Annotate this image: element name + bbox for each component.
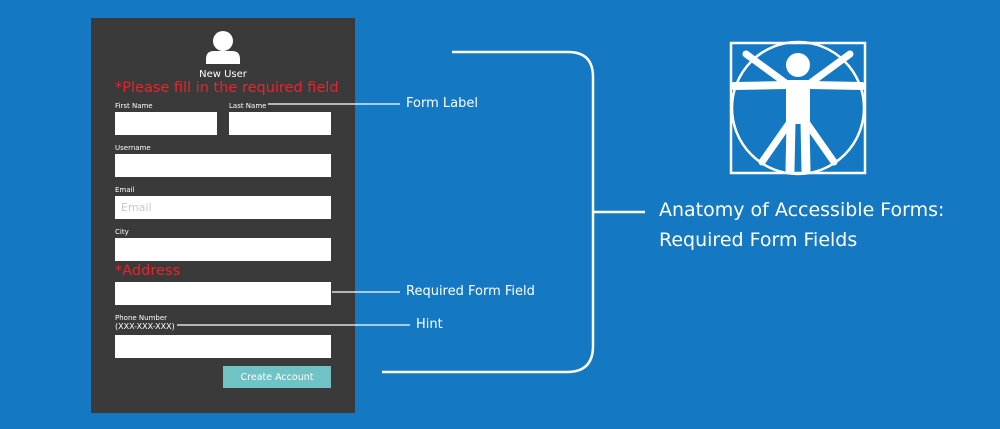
first-name-label: First Name	[115, 102, 153, 110]
email-label: Email	[115, 186, 135, 194]
city-label: City	[115, 228, 129, 236]
user-icon	[206, 31, 240, 64]
phone-number-label: Phone Number	[115, 314, 168, 322]
form-label-callout: Form Label	[406, 96, 478, 111]
username-label: Username	[115, 144, 151, 152]
last-name-input[interactable]	[229, 112, 331, 135]
email-input[interactable]	[115, 196, 331, 219]
address-label: *Address	[115, 263, 180, 279]
vitruvian-man-icon	[729, 40, 867, 176]
required-field-message: *Please fill in the required field	[115, 80, 339, 96]
hint-callout: Hint	[416, 317, 443, 332]
last-name-label: Last Name	[229, 102, 267, 110]
diagram-title: Anatomy of Accessible Forms: Required Fo…	[659, 195, 944, 255]
required-field-callout: Required Form Field	[406, 284, 535, 299]
city-input[interactable]	[115, 238, 331, 261]
address-input[interactable]	[115, 282, 331, 305]
username-input[interactable]	[115, 154, 331, 177]
phone-number-hint: (XXX-XXX-XXX)	[115, 322, 175, 331]
first-name-input[interactable]	[115, 112, 217, 135]
diagram-title-line-2: Required Form Fields	[659, 229, 858, 251]
diagram-title-line-1: Anatomy of Accessible Forms:	[659, 199, 945, 221]
create-account-button[interactable]: Create Account	[223, 366, 331, 388]
new-user-form: New User *Please fill in the required fi…	[91, 18, 355, 413]
form-title: New User	[199, 69, 247, 80]
phone-number-input[interactable]	[115, 335, 331, 358]
